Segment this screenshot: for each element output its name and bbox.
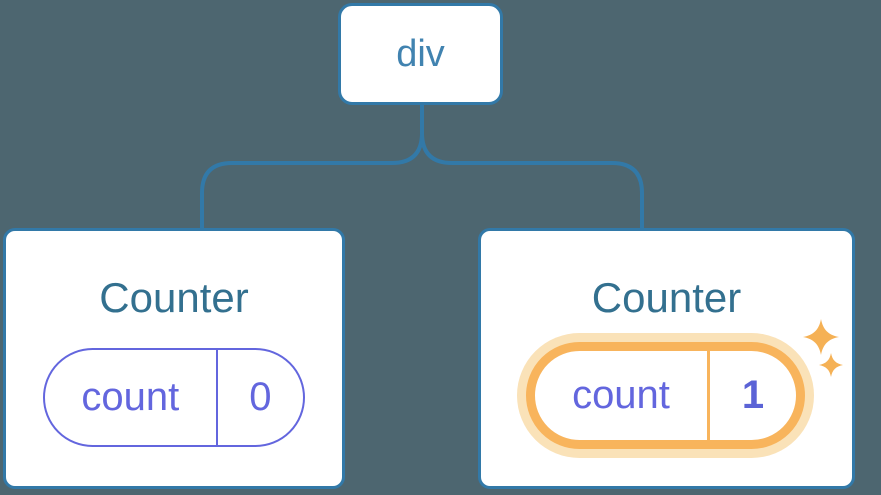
state-pill-highlighted: count 1 bbox=[526, 342, 805, 449]
state-value: 0 bbox=[215, 350, 303, 445]
state-pill: count 0 bbox=[43, 348, 305, 447]
state-label: count bbox=[572, 373, 670, 417]
counter-card-left: Counter count 0 bbox=[3, 228, 345, 489]
state-label: count bbox=[81, 375, 180, 419]
state-value: 1 bbox=[707, 351, 796, 440]
counter-card-right: Counter count 1 bbox=[478, 228, 855, 489]
counter-title: Counter bbox=[591, 274, 742, 321]
root-node-label: div bbox=[396, 32, 445, 75]
root-node-div: div bbox=[338, 3, 503, 105]
counter-title: Counter bbox=[99, 274, 249, 321]
